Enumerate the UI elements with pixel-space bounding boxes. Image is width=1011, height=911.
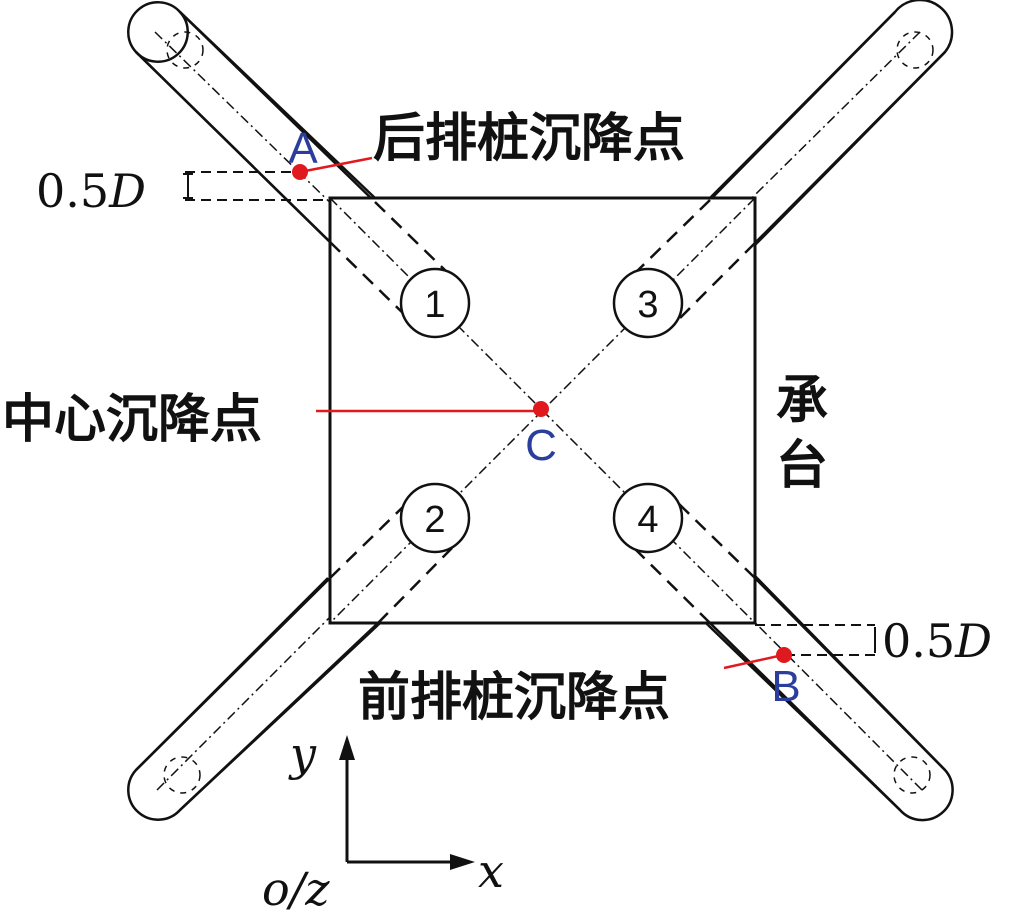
pile-number-1: 1 — [424, 284, 445, 326]
cap-label-char-1: 承 — [776, 371, 828, 431]
pile-number-2: 2 — [424, 499, 445, 541]
pile-inner-dashes — [329, 199, 756, 624]
offset-top-number: 0.5 — [36, 164, 109, 218]
coordinate-axes — [339, 735, 475, 870]
cap-label-char-2: 台 — [776, 436, 828, 496]
point-label-b: B — [771, 662, 800, 711]
offset-bottom-number: 0.5 — [882, 614, 955, 668]
point-label-a: A — [288, 124, 318, 173]
pile-4: 4 — [612, 482, 684, 554]
axis-x-label: x — [478, 844, 504, 898]
axis-y-label: y — [288, 727, 317, 781]
offset-top-symbol: D — [108, 164, 146, 218]
offset-label-bottom: 0.5D — [882, 614, 992, 668]
rear-settlement-label: 后排桩沉降点 — [373, 109, 685, 169]
center-settlement-label: 中心沉降点 — [2, 390, 262, 450]
marker-point-c — [533, 401, 549, 417]
pile-2: 2 — [399, 482, 471, 554]
pile-number-3: 3 — [637, 284, 658, 326]
point-label-c: C — [525, 421, 557, 470]
offset-dimension-top — [183, 171, 330, 201]
axis-origin-label: o/z — [262, 862, 330, 911]
pile-1: 1 — [399, 267, 471, 339]
marker-point-b — [776, 647, 792, 663]
pile-3: 3 — [612, 267, 684, 339]
pile-number-4: 4 — [637, 499, 658, 541]
front-settlement-label: 前排桩沉降点 — [358, 668, 670, 728]
offset-bottom-symbol: D — [954, 614, 992, 668]
offset-label-top: 0.5D — [36, 164, 146, 218]
pile-outer-edges — [135, 11, 946, 811]
leader-lines — [299, 156, 784, 670]
marker-point-a — [292, 164, 308, 180]
offset-dimension-bottom — [755, 624, 876, 656]
